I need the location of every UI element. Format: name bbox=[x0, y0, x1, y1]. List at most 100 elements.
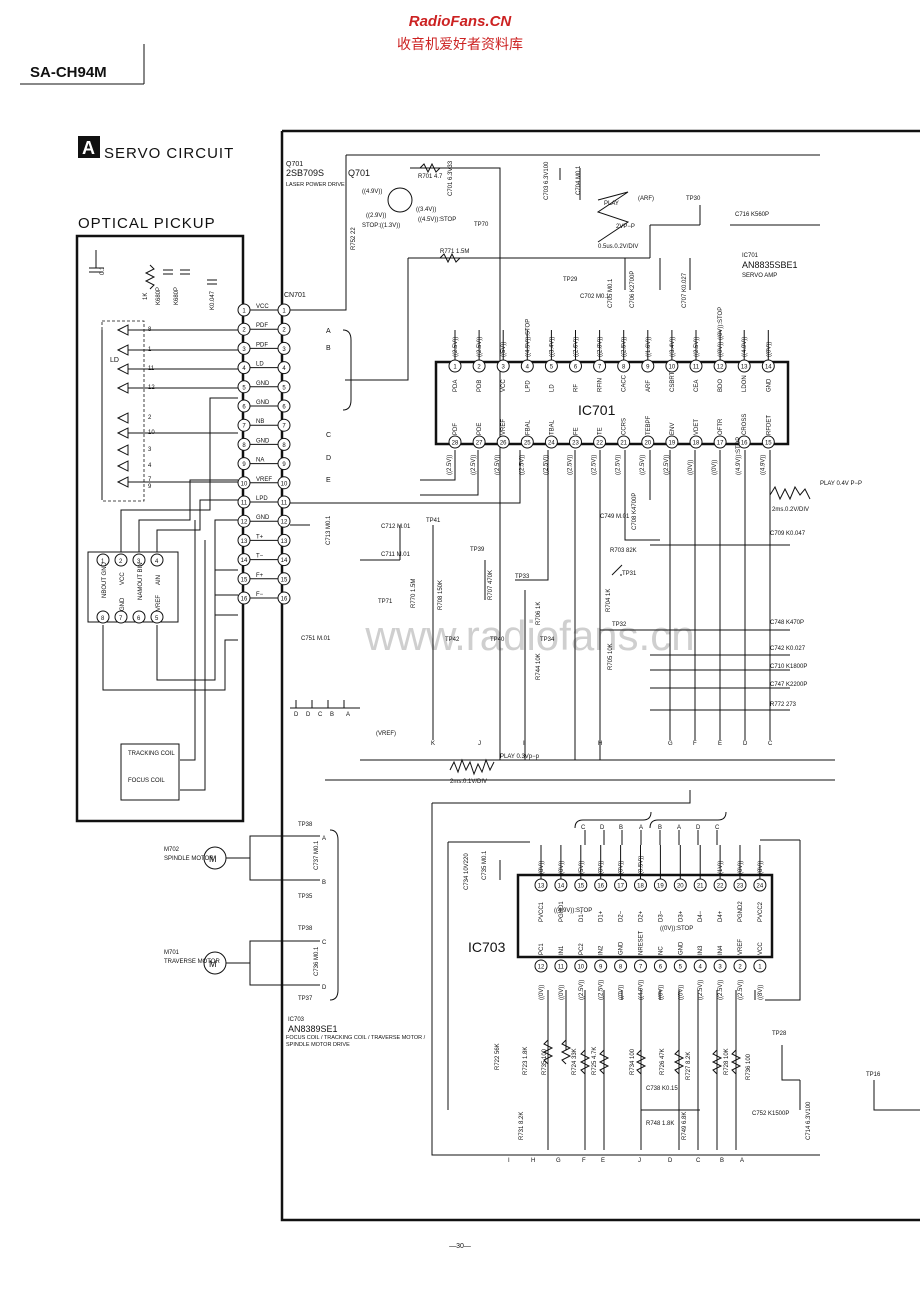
ld-pin: 3 bbox=[148, 447, 152, 453]
c710-label: C710 K1800P bbox=[770, 664, 807, 670]
ic701-pin-voltage: ((0V)) bbox=[712, 460, 718, 475]
cn701-pin-num: 7 bbox=[282, 424, 286, 430]
q701-ref2: Q701 bbox=[348, 168, 370, 178]
ic703-part: AN8389SE1 bbox=[288, 1024, 338, 1034]
cn701-pin-name: GND bbox=[256, 400, 270, 406]
row-letter: C bbox=[768, 741, 773, 747]
ic703-pin bbox=[554, 959, 568, 973]
ic701-pin bbox=[593, 435, 607, 449]
cn701-pin-num: 13 bbox=[241, 539, 248, 545]
ic703-wires bbox=[431, 790, 920, 1156]
bottom-letter: A bbox=[740, 1158, 744, 1164]
q701-v4: ((3.4V)) bbox=[416, 207, 436, 213]
cn701-pin-left bbox=[237, 476, 251, 490]
ic703-pin-voltage: ((0V)) bbox=[738, 861, 744, 876]
ic701-pin-num: 26 bbox=[500, 441, 507, 447]
ic703-pin-voltage: ((2.5V)) bbox=[718, 980, 724, 1000]
ic703-pin-name: IN3 bbox=[698, 945, 704, 955]
cn701-pin-num: 1 bbox=[282, 309, 286, 315]
sub-pin: 3 bbox=[137, 559, 141, 565]
cn701-pin-num: 13 bbox=[281, 539, 288, 545]
ic701-pin-name: ENV bbox=[670, 423, 676, 435]
ic701-pin-voltage: ((2.8V)) bbox=[598, 337, 604, 357]
pickup-res-2: K680P bbox=[156, 287, 162, 305]
r770-label: R770 1.5M bbox=[411, 579, 417, 608]
q701-v3: STOP:((1.3V)) bbox=[362, 223, 400, 229]
ic703-pin-num: 21 bbox=[697, 884, 704, 890]
bus-letter: A bbox=[326, 328, 331, 335]
sub-pin-name: NBOUT GND bbox=[102, 561, 108, 598]
sub-pin: 4 bbox=[155, 559, 159, 565]
c709-label: C709 K0.047 bbox=[770, 531, 806, 537]
bottom-letter: H bbox=[531, 1158, 535, 1164]
ic701-pin-num: 3 bbox=[502, 365, 506, 371]
ic701-top-pins: 1PDA((2.5V))2PDB((2.5V))3VCC((5V))4LPD((… bbox=[448, 319, 775, 392]
m701-c: C bbox=[322, 940, 327, 946]
ic701-pin-name: OFTR bbox=[718, 418, 724, 435]
ic701-role: SERVO AMP bbox=[742, 273, 777, 279]
cn701-pin-num: 7 bbox=[242, 424, 246, 430]
m702-cap: C737 M0.1 bbox=[314, 840, 320, 870]
ic703-pin bbox=[554, 878, 568, 892]
cn701-pin-num: 16 bbox=[241, 597, 248, 603]
ic703-role: FOCUS COIL / TRACKING COIL / TRAVERSE MO… bbox=[286, 1035, 426, 1048]
ic701-pin-name: LDON bbox=[742, 375, 748, 392]
ic701-pin-voltage: ((2.5V)) bbox=[519, 455, 525, 475]
ic701-pin bbox=[689, 435, 703, 449]
cn701-pin-left bbox=[237, 591, 251, 605]
ic703-role-box: FOCUS COIL / TRACKING COIL / TRAVERSE MO… bbox=[286, 1035, 426, 1048]
bus-letter: C bbox=[326, 432, 331, 439]
c751-label: C751 M.01 bbox=[301, 636, 331, 642]
pickup-res-1: 1K bbox=[143, 293, 149, 300]
ic701-pin-voltage: ((4.9V)):STOP bbox=[736, 437, 742, 475]
ic701-pin-name: PDF bbox=[453, 423, 459, 435]
ic701-bottom-pins: 28PDF((2.5V))27PDE((2.5V))26VREF((2.5V))… bbox=[447, 414, 775, 475]
ic703-pin-voltage: ((2.5V)) bbox=[698, 980, 704, 1000]
ic703-pin-num: 16 bbox=[597, 884, 604, 890]
tp42-label: TP42 bbox=[445, 637, 460, 643]
cn701-pin-num: 9 bbox=[242, 462, 246, 468]
ic701-pin-voltage: ((4.9V)) bbox=[760, 455, 766, 475]
div3-label: 2ms.0.1V/DIV bbox=[450, 779, 487, 785]
ic701-stop: ((0V)):STOP bbox=[718, 307, 724, 340]
ic701-pin bbox=[761, 359, 775, 373]
ic701-pin-name: VDET bbox=[694, 419, 700, 435]
c752-label: C752 K1500P bbox=[752, 1111, 789, 1117]
ic701-pin bbox=[617, 435, 631, 449]
cn701-pin-num: 12 bbox=[241, 520, 248, 526]
cn701-pin-num: 15 bbox=[241, 577, 248, 583]
ld-pin: 7 bbox=[148, 477, 152, 483]
cn701-pin-name: GND bbox=[256, 515, 270, 521]
ic703-ref-small: IC703 bbox=[288, 1017, 305, 1023]
main-frame bbox=[280, 129, 920, 1222]
cn701-pin-name: NB bbox=[256, 419, 264, 425]
ic703-pin-name: VCC bbox=[758, 942, 764, 955]
bottom-letter: D bbox=[306, 712, 311, 718]
r722-label: R722 56K bbox=[495, 1043, 501, 1070]
r752-label: R752 22 bbox=[351, 227, 357, 250]
ic703-pin-num: 23 bbox=[737, 884, 744, 890]
r704-label: R704 1K bbox=[606, 589, 612, 612]
sub-pin-name: VREF bbox=[156, 595, 162, 611]
q701-ref: Q701 bbox=[286, 161, 303, 168]
r748-label: R748 1.8K bbox=[646, 1121, 674, 1127]
cn701-pin-name: T+ bbox=[256, 534, 264, 540]
cn701-pin-num: 5 bbox=[282, 385, 286, 391]
ic701-pin-num: 27 bbox=[476, 441, 483, 447]
cn701-pin-left bbox=[237, 514, 251, 528]
tp39-label: TP39 bbox=[470, 547, 485, 553]
ic701-pin-num: 24 bbox=[548, 441, 555, 447]
cn701-pin-right bbox=[277, 572, 291, 586]
sub-pin: 8 bbox=[101, 616, 105, 622]
ic703-stop-mid: ((0V)):STOP bbox=[660, 926, 693, 932]
ic701-pin-voltage: ((2.5V)) bbox=[592, 455, 598, 475]
ic701-pin-name: FE bbox=[574, 427, 580, 435]
cn701-pin-left bbox=[237, 380, 251, 394]
ic703-pin bbox=[574, 878, 588, 892]
row-letter: H bbox=[598, 741, 602, 747]
cn701-pin-num: 16 bbox=[281, 597, 288, 603]
pickup-sub-pins: 1 2 3 4 8 7 6 5 NBOUT GND VCC NAMOUT BIN… bbox=[96, 553, 164, 624]
ic703-pin-num: 13 bbox=[538, 884, 545, 890]
row-letter: D bbox=[743, 741, 748, 747]
ic701-pin bbox=[520, 435, 534, 449]
